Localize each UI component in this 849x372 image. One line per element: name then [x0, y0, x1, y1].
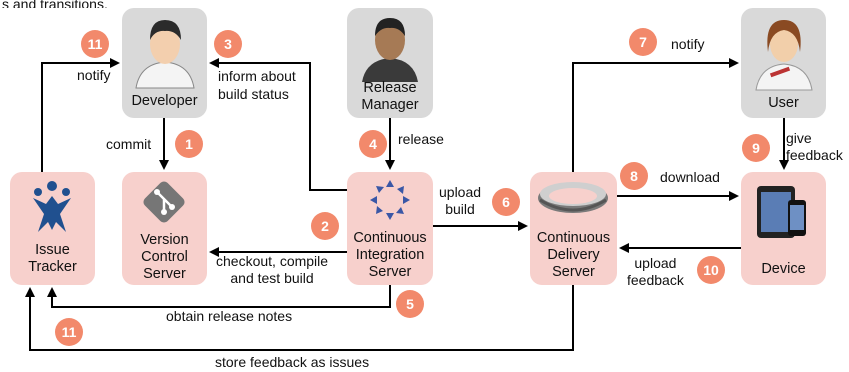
commit-label: commit: [106, 136, 152, 152]
arrow-notify-developer: [41, 58, 120, 172]
release-manager-label-line: Manager: [361, 97, 419, 113]
upload-feedback-label-line: feedback: [627, 272, 684, 288]
inform-label-line: inform about: [218, 68, 296, 84]
inform-build-status-label: inform about build status: [218, 67, 296, 103]
notify-developer-label: notify: [77, 67, 111, 83]
cd-label-line: Continuous: [536, 230, 611, 246]
checkout-label-line: and test build: [230, 270, 314, 286]
arrow-notify-user: [572, 58, 739, 172]
step-badge: 5: [396, 290, 424, 318]
arrow-release-notes: [47, 285, 391, 308]
issue-tracker-label-line: Issue: [35, 242, 70, 258]
step-badge: 11: [55, 318, 83, 346]
upload-feedback-label: upload feedback: [627, 255, 684, 289]
arrow-inform-build-status: [209, 58, 347, 191]
arrow-store-feedback: [25, 285, 574, 351]
step-badge: 6: [492, 188, 520, 216]
user-label: User: [768, 95, 799, 111]
vcs-label-line: Control: [141, 249, 188, 265]
cd-label-line: Server: [552, 264, 595, 280]
checkout-label-line: checkout, compile: [216, 253, 329, 269]
notify-user-label: notify: [671, 36, 705, 52]
ci-node: [347, 172, 433, 285]
heading-fragment: s and transitions.: [2, 0, 108, 8]
step-badge: 8: [620, 162, 648, 190]
store-feedback-label: store feedback as issues: [215, 354, 370, 370]
upload-feedback-label-line: upload: [634, 255, 677, 271]
developer-label: Developer: [131, 93, 198, 109]
download-label: download: [660, 169, 720, 185]
step-badge: 7: [629, 28, 657, 56]
give-feedback-label-line: give: [786, 130, 812, 146]
ci-label-line: Continuous: [353, 230, 427, 246]
give-feedback-label-line: feedback: [786, 147, 843, 163]
release-manager-label: Release Manager: [347, 80, 433, 114]
step-badge: 4: [359, 130, 387, 158]
issue-tracker-label: Issue Tracker: [10, 242, 95, 276]
step-badge: 10: [697, 256, 725, 284]
developer-person-icon: [135, 20, 195, 89]
release-manager-person-icon: [362, 18, 418, 82]
upload-build-label-line: build: [445, 201, 475, 217]
ci-cycle-icon: [370, 180, 410, 220]
cd-label-line: Delivery: [547, 247, 600, 263]
ci-label-line: Server: [368, 264, 412, 280]
issue-tracker-label-line: Tracker: [28, 259, 77, 275]
vcs-label-line: Version: [140, 232, 189, 248]
step-badge: 11: [81, 30, 109, 58]
inform-label-line: build status: [218, 86, 289, 102]
release-label: release: [398, 131, 444, 147]
user-person-icon: [755, 20, 813, 91]
git-icon: [143, 181, 185, 223]
device-label: Device: [761, 261, 806, 277]
upload-build-label-line: upload: [439, 184, 482, 200]
release-manager-label-line: Release: [363, 80, 417, 96]
cd-label: Continuous Delivery Server: [530, 230, 617, 281]
release-notes-label: obtain release notes: [166, 308, 293, 324]
jira-icon: [33, 181, 71, 232]
ci-label-line: Integration: [355, 247, 425, 263]
vcs-label: Version Control Server: [122, 232, 207, 283]
give-feedback-label: give feedback: [786, 130, 843, 164]
vcs-label-line: Server: [143, 266, 186, 282]
step-badge: 9: [742, 134, 770, 162]
tablet-phone-icon: [757, 186, 806, 238]
step-badge: 3: [214, 30, 242, 58]
step-badge: 1: [175, 130, 203, 158]
upload-build-label: upload build: [439, 184, 481, 218]
cd-ring-icon: [538, 182, 608, 213]
ci-label: Continuous Integration Server: [347, 230, 433, 281]
checkout-label: checkout, compile and test build: [216, 253, 328, 287]
step-badge: 2: [311, 212, 339, 240]
